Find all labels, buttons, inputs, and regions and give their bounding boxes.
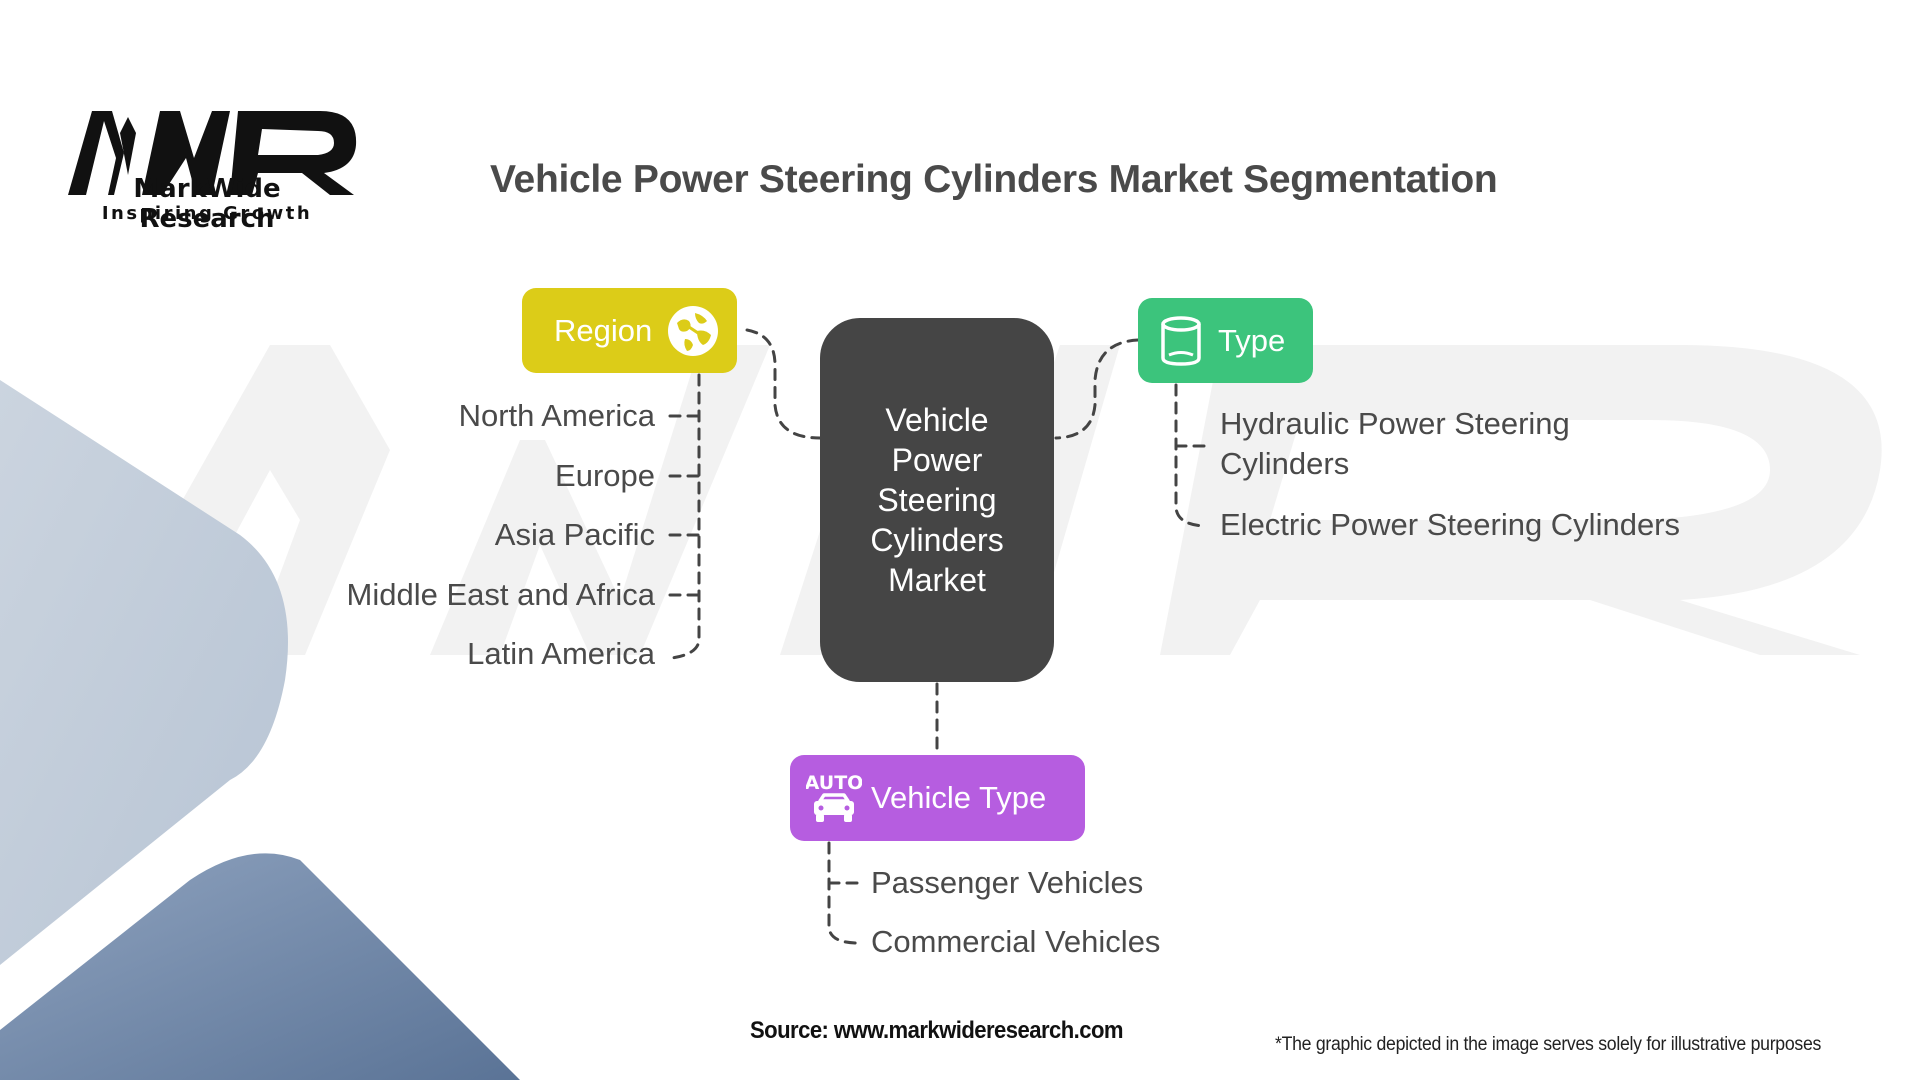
segment-node-vehicle-type: AUTO Vehicle Type bbox=[790, 755, 1085, 841]
auto-icon-text: AUTO bbox=[806, 772, 862, 794]
vehicle-type-item: Commercial Vehicles bbox=[871, 924, 1161, 959]
center-label: Vehicle Power Steering Cylinders Market bbox=[870, 402, 1004, 598]
brand-name: MarkWide Research bbox=[133, 174, 281, 234]
decor-shape-light bbox=[0, 380, 288, 965]
segment-label-region: Region bbox=[554, 312, 653, 348]
segment-node-region: Region bbox=[522, 288, 737, 373]
segment-label-type: Type bbox=[1218, 322, 1286, 358]
center-node: Vehicle Power Steering Cylinders Market bbox=[820, 318, 1054, 682]
region-item: Asia Pacific bbox=[494, 517, 655, 552]
decor-shape-dark bbox=[0, 853, 520, 1080]
type-item: Hydraulic Power Steering Cylinders bbox=[1220, 406, 1570, 482]
type-item-line: Cylinders bbox=[1220, 446, 1350, 481]
source-citation: Source: www.markwideresearch.com bbox=[750, 1017, 1124, 1044]
company-logo bbox=[68, 111, 357, 195]
auto-car-icon: AUTO bbox=[806, 772, 862, 822]
region-item: Middle East and Africa bbox=[346, 577, 655, 612]
region-item: Latin America bbox=[467, 636, 655, 671]
region-item: North America bbox=[458, 398, 655, 433]
page-title: Vehicle Power Steering Cylinders Market … bbox=[490, 158, 1498, 201]
type-item: Electric Power Steering Cylinders bbox=[1220, 507, 1681, 542]
brand-tagline: Inspiring Growth bbox=[101, 203, 313, 224]
globe-icon bbox=[668, 306, 718, 356]
cylinder-icon bbox=[1161, 316, 1201, 366]
region-item: Europe bbox=[555, 458, 655, 493]
type-item-line: Hydraulic Power Steering bbox=[1220, 406, 1570, 441]
segment-node-type: Type bbox=[1138, 298, 1313, 383]
vehicle-type-item: Passenger Vehicles bbox=[871, 865, 1144, 900]
disclaimer-note: *The graphic depicted in the image serve… bbox=[1275, 1034, 1822, 1055]
segment-label-vehicle-type: Vehicle Type bbox=[871, 780, 1047, 815]
